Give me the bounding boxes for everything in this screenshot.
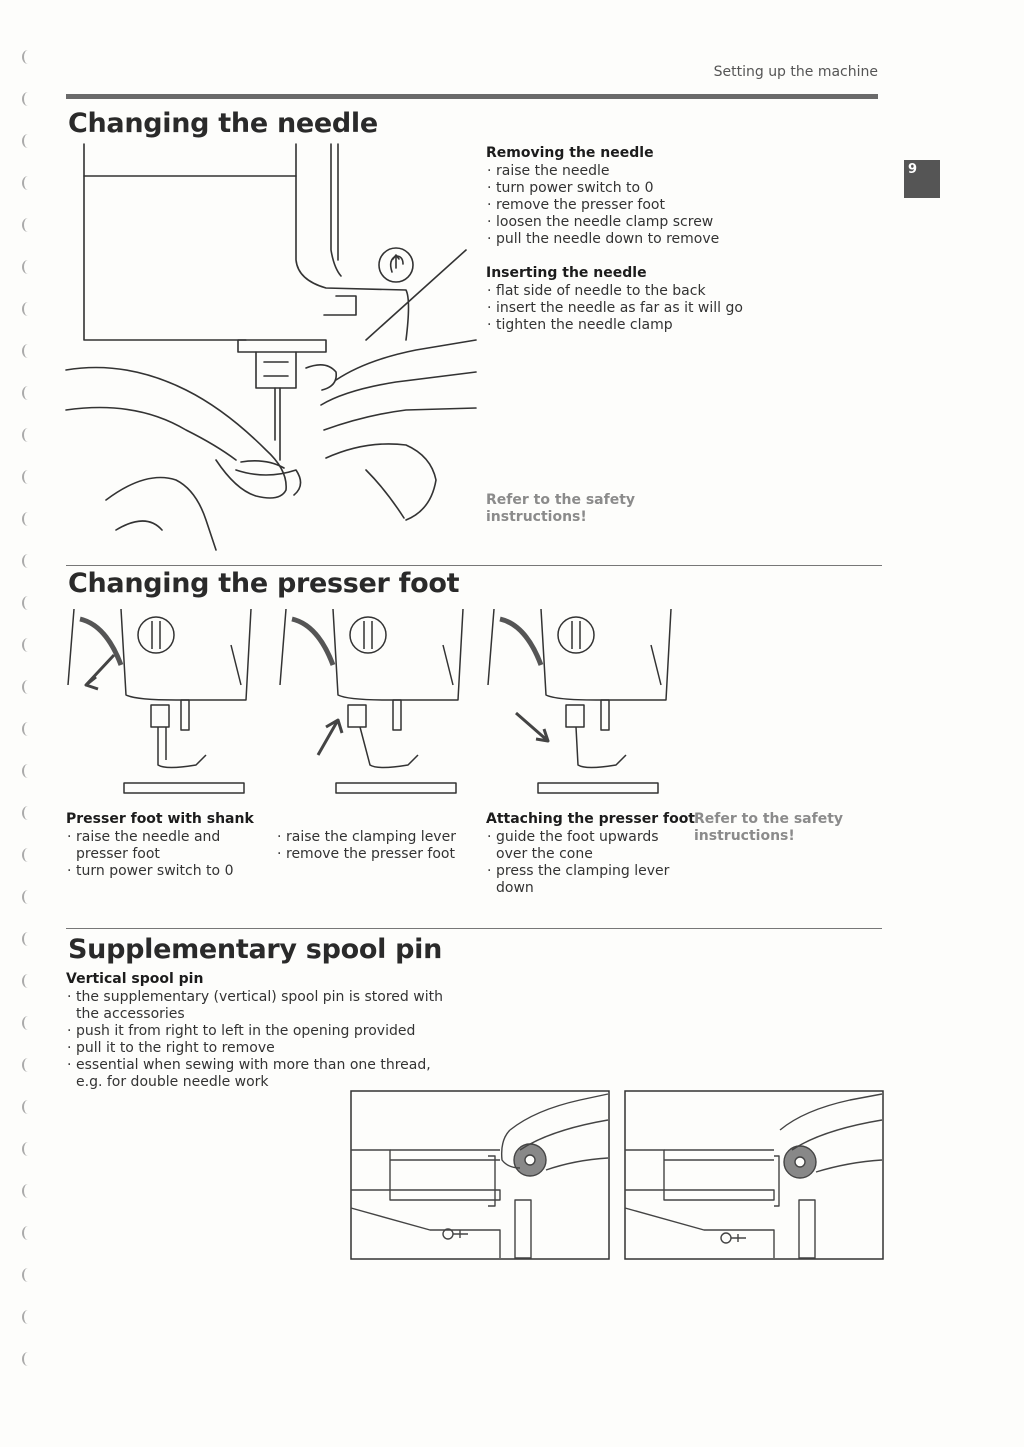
section-divider: [66, 565, 882, 566]
presser-shank-steps-right: raise the clamping lever remove the pres…: [276, 829, 476, 863]
vertical-spool-title: Vertical spool pin: [66, 971, 204, 987]
presser-shank-steps-left: raise the needle and presser foot turn p…: [66, 829, 256, 880]
spool-pin-illustration-1: [350, 1090, 610, 1260]
step-item: turn power switch to 0: [66, 863, 256, 880]
section-divider: [66, 928, 882, 929]
spool-pin-illustration-2: [624, 1090, 884, 1260]
running-header: Setting up the machine: [713, 64, 878, 80]
step-item: push it from right to left in the openin…: [66, 1023, 456, 1040]
removing-needle-title: Removing the needle: [486, 145, 654, 161]
safety-note-needle: Refer to the safety instructions!: [486, 492, 635, 526]
section-heading-presser-foot: Changing the presser foot: [68, 568, 460, 599]
attaching-presser-steps: guide the foot upwards over the cone pre…: [486, 829, 676, 897]
step-item: pull the needle down to remove: [486, 231, 786, 248]
safety-note-line: instructions!: [694, 828, 795, 844]
inserting-needle-title: Inserting the needle: [486, 265, 647, 281]
removing-needle-steps: raise the needle turn power switch to 0 …: [486, 163, 786, 248]
chapter-tab: 9: [904, 160, 940, 198]
step-item: the supplementary (vertical) spool pin i…: [66, 989, 456, 1023]
step-item: loosen the needle clamp screw: [486, 214, 786, 231]
step-item: raise the needle: [486, 163, 786, 180]
step-item: tighten the needle clamp: [486, 317, 786, 334]
step-item: essential when sewing with more than one…: [66, 1057, 456, 1091]
safety-note-line: Refer to the safety: [486, 492, 636, 508]
step-item: pull it to the right to remove: [66, 1040, 456, 1057]
presser-foot-illustration-3: [487, 608, 672, 794]
step-item: turn power switch to 0: [486, 180, 786, 197]
chapter-tab-number: 9: [908, 162, 918, 177]
step-item: raise the needle and presser foot: [66, 829, 256, 863]
step-item: raise the clamping lever: [276, 829, 476, 846]
presser-shank-title: Presser foot with shank: [66, 811, 254, 827]
safety-note-line: instructions!: [486, 509, 587, 525]
presser-foot-illustration-2: [279, 608, 464, 794]
step-item: remove the presser foot: [486, 197, 786, 214]
vertical-spool-steps: the supplementary (vertical) spool pin i…: [66, 989, 456, 1091]
header-rule: [66, 94, 878, 99]
step-item: insert the needle as far as it will go: [486, 300, 786, 317]
inserting-needle-steps: flat side of needle to the back insert t…: [486, 283, 786, 334]
step-item: press the clamping lever down: [486, 863, 676, 897]
section-heading-needle: Changing the needle: [68, 108, 378, 139]
attaching-presser-title: Attaching the presser foot: [486, 811, 696, 827]
step-item: flat side of needle to the back: [486, 283, 786, 300]
safety-note-line: Refer to the safety: [694, 811, 844, 827]
safety-note-presser: Refer to the safety instructions!: [694, 811, 843, 845]
section-heading-spool-pin: Supplementary spool pin: [68, 934, 443, 965]
needle-illustration: [65, 143, 477, 551]
step-item: remove the presser foot: [276, 846, 476, 863]
step-item: guide the foot upwards over the cone: [486, 829, 676, 863]
presser-foot-illustration-1: [67, 608, 252, 794]
